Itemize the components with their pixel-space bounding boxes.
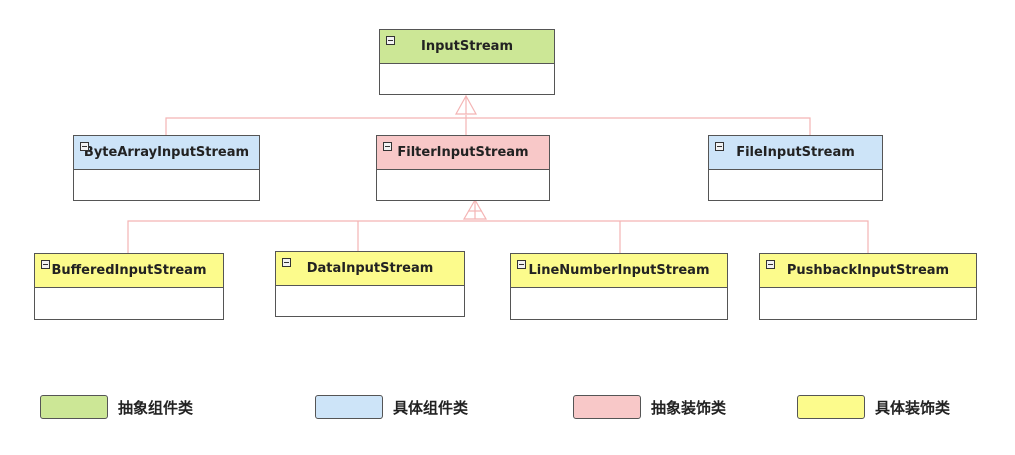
collapse-icon[interactable]	[383, 142, 392, 151]
class-inputstream[interactable]: InputStream	[379, 29, 555, 95]
legend-swatch-abstract-decorator	[573, 395, 641, 419]
class-fileinputstream[interactable]: FileInputStream	[708, 135, 883, 201]
class-pushbackinputstream-name: PushbackInputStream	[786, 263, 950, 278]
class-inputstream-header: InputStream	[380, 30, 554, 64]
legend-label-abstract-component: 抽象组件类	[118, 398, 194, 417]
class-filterinputstream[interactable]: FilterInputStream	[376, 135, 550, 201]
class-datainputstream-name: DataInputStream	[306, 261, 434, 276]
collapse-icon[interactable]	[715, 142, 724, 151]
collapse-icon[interactable]	[386, 36, 395, 45]
class-fileinputstream-name: FileInputStream	[736, 145, 855, 160]
class-linenumberinputstream-header: LineNumberInputStream	[511, 254, 727, 288]
class-bufferedinputstream-name: BufferedInputStream	[51, 263, 207, 278]
class-pushbackinputstream[interactable]: PushbackInputStream	[759, 253, 977, 320]
legend-abstract-component: 抽象组件类	[40, 395, 193, 419]
legend-concrete-decorator: 具体装饰类	[797, 395, 950, 419]
class-datainputstream-header: DataInputStream	[276, 252, 464, 286]
collapse-icon[interactable]	[41, 260, 50, 269]
class-filterinputstream-header: FilterInputStream	[377, 136, 549, 170]
class-bufferedinputstream-header: BufferedInputStream	[35, 254, 223, 288]
collapse-icon[interactable]	[517, 260, 526, 269]
class-bytearrayinputstream-header: ByteArrayInputStream	[74, 136, 259, 170]
legend-concrete-component: 具体组件类	[315, 395, 468, 419]
class-pushbackinputstream-header: PushbackInputStream	[760, 254, 976, 288]
class-linenumberinputstream[interactable]: LineNumberInputStream	[510, 253, 728, 320]
edge-file-to-inputstream	[466, 117, 811, 137]
legend-swatch-abstract-component	[40, 395, 108, 419]
class-linenumberinputstream-name: LineNumberInputStream	[528, 263, 710, 278]
class-bytearrayinputstream[interactable]: ByteArrayInputStream	[73, 135, 260, 201]
collapse-icon[interactable]	[766, 260, 775, 269]
legend-swatch-concrete-component	[315, 395, 383, 419]
collapse-icon[interactable]	[282, 258, 291, 267]
edge-buffered-to-filter	[127, 220, 475, 255]
legend-swatch-concrete-decorator	[797, 395, 865, 419]
class-bytearrayinputstream-name: ByteArrayInputStream	[83, 145, 250, 160]
edge-pushback-to-filter	[475, 220, 869, 255]
class-filterinputstream-name: FilterInputStream	[397, 145, 529, 160]
class-fileinputstream-header: FileInputStream	[709, 136, 882, 170]
legend-label-abstract-decorator: 抽象装饰类	[651, 398, 727, 417]
legend-label-concrete-decorator: 具体装饰类	[875, 398, 951, 417]
class-datainputstream[interactable]: DataInputStream	[275, 251, 465, 317]
legend-label-concrete-component: 具体组件类	[393, 398, 469, 417]
collapse-icon[interactable]	[80, 142, 89, 151]
class-bufferedinputstream[interactable]: BufferedInputStream	[34, 253, 224, 320]
class-inputstream-name: InputStream	[421, 39, 513, 54]
legend-abstract-decorator: 抽象装饰类	[573, 395, 726, 419]
edge-bytearray-to-inputstream	[165, 117, 466, 137]
